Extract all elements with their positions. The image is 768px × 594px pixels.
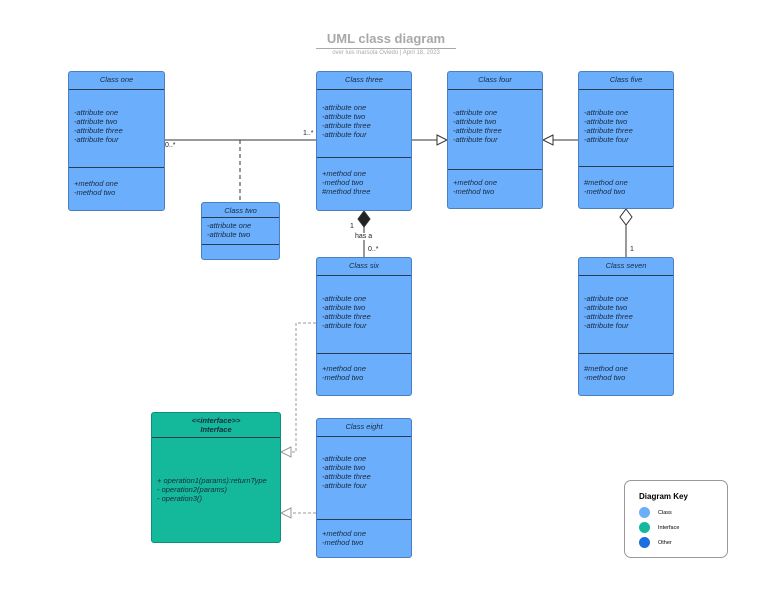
methods: +method one-method two#method three [322, 169, 371, 196]
class-one[interactable]: Class one -attribute one-attribute two-a… [68, 71, 165, 211]
attributes: -attribute one-attribute two-attribute t… [453, 108, 502, 144]
realization-arrow [279, 446, 292, 458]
attributes: -attribute one-attribute two-attribute t… [322, 294, 371, 330]
methods: +method one-method two [322, 364, 366, 382]
methods: +method one-method two [322, 529, 366, 547]
class-eight[interactable]: Class eight -attribute one-attribute two… [316, 418, 412, 558]
diagram-title: UML class diagram [316, 31, 456, 49]
class-name: Class six [317, 258, 411, 276]
class-name: Class two [202, 203, 279, 218]
interface-box[interactable]: <<interface>>Interface + operation1(para… [151, 412, 281, 543]
interface-header: <<interface>>Interface [152, 413, 280, 438]
multiplicity-label: 0..* [165, 142, 176, 149]
attributes: -attribute one-attribute two-attribute t… [74, 108, 123, 144]
generalization-arrow [436, 134, 449, 146]
multiplicity-label: 1..* [303, 130, 314, 137]
composition-diamond [357, 210, 371, 228]
class-two[interactable]: Class two -attribute one-attribute two [201, 202, 280, 260]
key-title: Diagram Key [639, 492, 688, 501]
attributes: -attribute one-attribute two-attribute t… [322, 103, 371, 139]
class-four[interactable]: Class four -attribute one-attribute two-… [447, 71, 543, 209]
multiplicity-label: 1 [630, 246, 634, 253]
multiplicity-label: 1 [350, 223, 354, 230]
attributes: -attribute one-attribute two-attribute t… [584, 294, 633, 330]
key-item-interface: Interface [639, 522, 679, 533]
class-three[interactable]: Class three -attribute one-attribute two… [316, 71, 412, 211]
attributes: -attribute one-attribute two [207, 221, 252, 239]
generalization-arrow [541, 134, 554, 146]
attributes: -attribute one-attribute two-attribute t… [584, 108, 633, 144]
class-name: Class one [69, 72, 164, 90]
class-name: Class eight [317, 419, 411, 437]
class-name: Class four [448, 72, 542, 90]
diagram-key: Diagram Key Class Interface Other [624, 480, 728, 558]
class-five[interactable]: Class five -attribute one-attribute two-… [578, 71, 674, 209]
methods: +method one-method two [74, 179, 118, 197]
methods: #method one-method two [584, 178, 628, 196]
key-item-class: Class [639, 507, 672, 518]
methods: #method one-method two [584, 364, 628, 382]
aggregation-diamond [619, 208, 633, 226]
class-six[interactable]: Class six -attribute one-attribute two-a… [316, 257, 412, 396]
class-seven[interactable]: Class seven -attribute one-attribute two… [578, 257, 674, 396]
multiplicity-label: 0..* [368, 246, 379, 253]
class-name: Class three [317, 72, 411, 90]
realization-arrow [279, 507, 292, 519]
realization-line-six [291, 322, 316, 453]
attributes: -attribute one-attribute two-attribute t… [322, 454, 371, 490]
class-name: Class five [579, 72, 673, 90]
operations: + operation1(params):returnType- operati… [157, 476, 267, 503]
relationship-label: has a [355, 233, 373, 240]
key-item-other: Other [639, 537, 672, 548]
class-name: Class seven [579, 258, 673, 276]
diagram-subtitle: over luis marsola Oviedo | April 18, 202… [332, 50, 440, 56]
methods: +method one-method two [453, 178, 497, 196]
